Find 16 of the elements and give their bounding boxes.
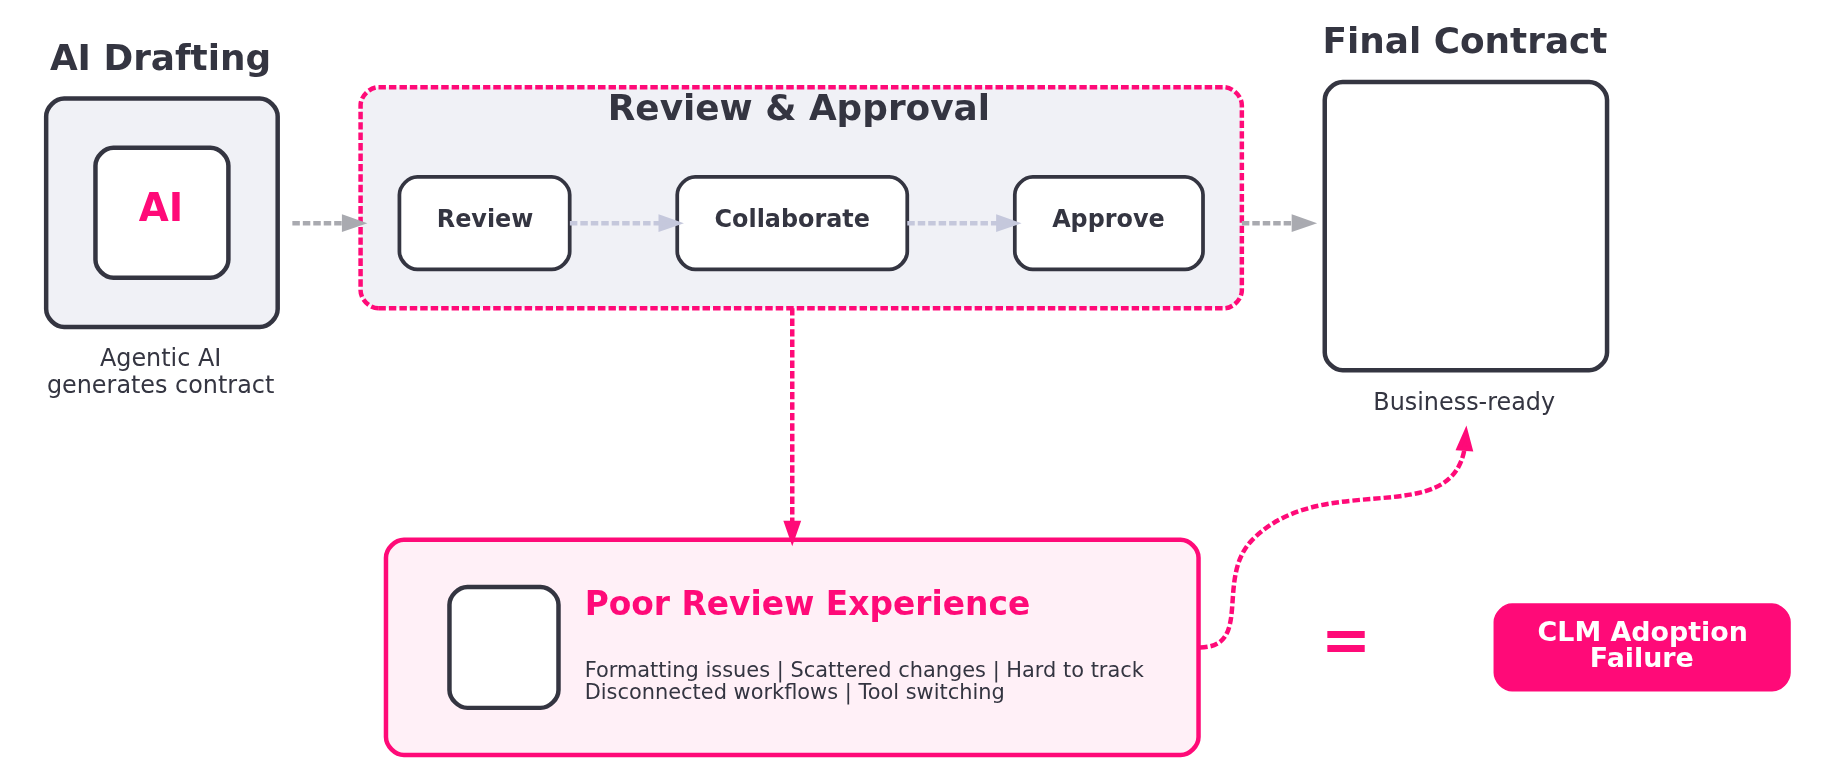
arrow	[906, 214, 1022, 233]
node-label: AI Drafting	[49, 36, 271, 78]
node-label: Business-ready	[1372, 387, 1555, 416]
arrow	[1199, 425, 1473, 650]
node-box: Poor Review Experience Formatting issues | Scattered changes | Hard to track Disconnected workflows | Tool switching	[383, 537, 1201, 758]
node-box: Approve	[1012, 175, 1205, 272]
arrow	[291, 214, 367, 233]
arrow	[782, 308, 801, 547]
label: =	[1320, 605, 1371, 675]
arrow	[1241, 214, 1317, 233]
node-box: Review	[397, 175, 572, 272]
node-label: Final Contract	[1322, 20, 1607, 62]
node-box: CLM Adoption Failure	[1493, 603, 1791, 692]
node-box: Collaborate	[674, 175, 909, 272]
node-label: Agentic AI generates contract	[46, 344, 274, 400]
arrow	[569, 214, 684, 233]
